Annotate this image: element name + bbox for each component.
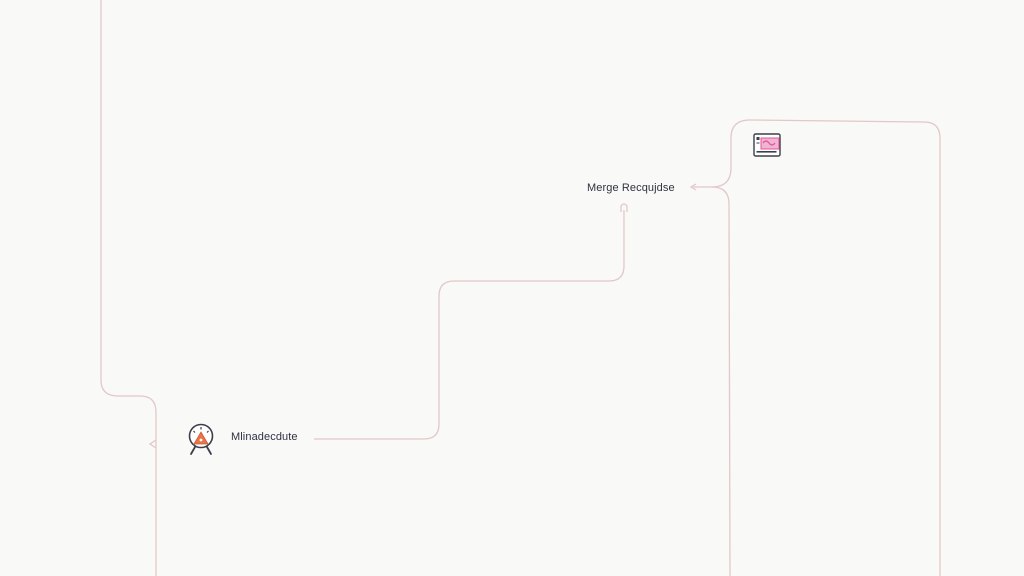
connector-minade-to-merge (314, 210, 625, 440)
node-label-minade[interactable]: Mlinadecdute (231, 431, 298, 443)
connector-left-branch (100, 0, 157, 576)
connector-merge-arrowhead (689, 183, 697, 191)
connector-merge-stub (620, 203, 628, 212)
connector-merge-to-app (693, 119, 941, 576)
compass-warning-icon[interactable] (186, 422, 216, 456)
connector-left-arrowhead (148, 439, 157, 449)
node-label-merge[interactable]: Merge Recqujdse (587, 182, 675, 194)
window-card-icon[interactable] (753, 133, 781, 157)
connector-merge-down (711, 186, 731, 576)
